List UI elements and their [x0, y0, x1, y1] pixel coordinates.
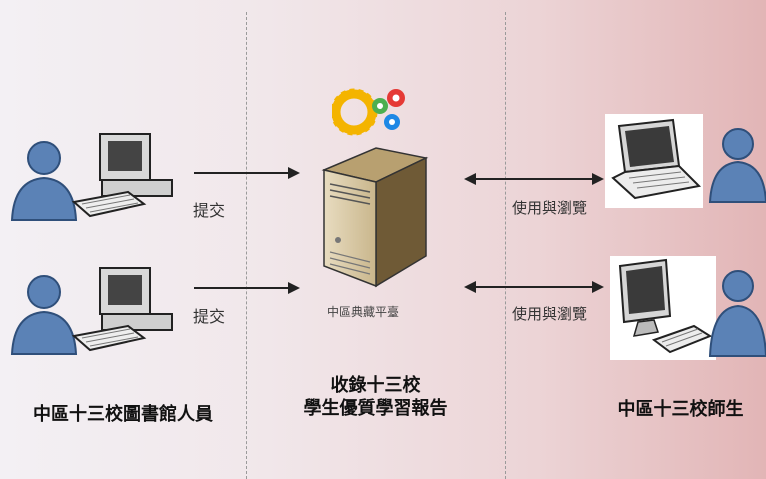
user-person-1	[708, 124, 766, 204]
server-icon	[321, 147, 429, 288]
person-with-computer-icon	[10, 267, 173, 355]
user-person-2	[708, 266, 766, 360]
gears-logo	[332, 84, 412, 136]
use-label-2: 使用與瀏覽	[512, 305, 588, 323]
user-desktop-box	[610, 256, 716, 360]
person-with-computer-icon	[10, 133, 173, 221]
submit-arrow-1	[194, 167, 300, 179]
librarian-workstation-2	[8, 262, 178, 362]
arrowhead-left-icon	[464, 173, 476, 185]
submit-arrow-2	[194, 282, 300, 294]
platform-title-line2: 學生優質學習報告	[303, 398, 448, 419]
platform-title-line1: 收錄十三校	[330, 375, 421, 396]
arrowhead-right-icon	[288, 167, 300, 179]
divider-right	[505, 12, 506, 479]
arrowhead-right-icon	[592, 281, 604, 293]
submit-label-1: 提交	[193, 201, 226, 220]
person-icon	[708, 128, 766, 203]
lcd-monitor-icon	[618, 258, 713, 354]
use-label-1: 使用與瀏覽	[512, 199, 588, 217]
divider-left	[246, 12, 247, 479]
use-arrow-2	[464, 281, 604, 293]
librarians-title: 中區十三校圖書館人員	[33, 404, 213, 425]
gears-icon	[332, 88, 405, 136]
arrowhead-right-icon	[288, 282, 300, 294]
submit-label-2: 提交	[193, 307, 226, 326]
arrowhead-left-icon	[464, 281, 476, 293]
librarian-workstation-1	[8, 128, 178, 228]
arrowhead-right-icon	[592, 173, 604, 185]
users-title: 中區十三校師生	[617, 399, 744, 420]
person-icon	[708, 270, 766, 357]
server-tower	[314, 140, 432, 290]
server-label: 中區典藏平臺	[327, 305, 400, 319]
laptop-icon	[611, 118, 702, 200]
use-arrow-1	[464, 173, 604, 185]
user-laptop-box	[605, 114, 703, 208]
